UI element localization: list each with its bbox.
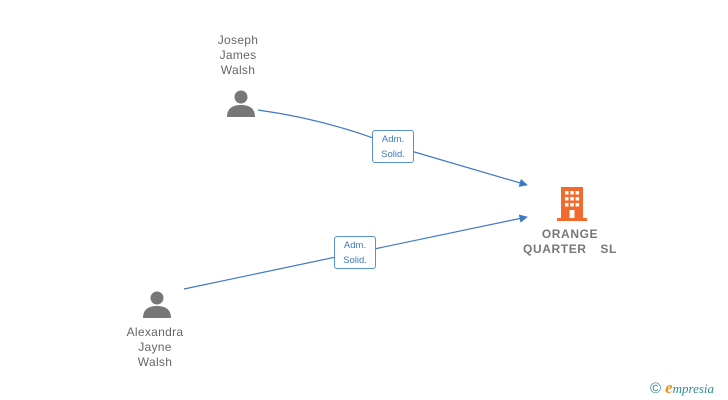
person-1-name-line: James — [219, 48, 257, 62]
person-1-name[interactable]: Joseph James Walsh — [183, 33, 293, 78]
company-name-line: ORANGE — [541, 227, 599, 241]
person-1-name-line: Walsh — [220, 63, 256, 77]
person-1-name-line: Joseph — [217, 33, 259, 47]
person-2-name-line: Alexandra — [126, 325, 184, 339]
edge-label-line: Solid. — [381, 149, 405, 160]
edge-label-line: Solid. — [343, 255, 367, 266]
brand-logo-initial: e — [665, 378, 673, 397]
edge-label-line: Adm. — [343, 240, 367, 251]
copyright-icon: © — [650, 379, 662, 397]
person-2-name-line: Walsh — [137, 355, 173, 369]
person-2-name-line: Jayne — [138, 340, 172, 354]
brand-logo-rest: mpresia — [672, 381, 715, 396]
person-2-name[interactable]: Alexandra Jayne Walsh — [100, 325, 210, 370]
edge-label-person-2[interactable]: Adm. Solid. — [334, 236, 376, 269]
person-icon[interactable] — [141, 288, 173, 320]
edge-label-line: Adm. — [381, 134, 405, 145]
company-name[interactable]: ORANGE QUARTER SL — [505, 227, 635, 257]
building-icon[interactable] — [557, 187, 587, 221]
brand-logo: empresia — [665, 378, 714, 398]
edge-label-person-1[interactable]: Adm. Solid. — [372, 130, 414, 163]
empresia-watermark[interactable]: © empresia — [650, 378, 714, 398]
company-name-line: QUARTER SL — [523, 242, 617, 256]
person-icon[interactable] — [225, 87, 257, 119]
